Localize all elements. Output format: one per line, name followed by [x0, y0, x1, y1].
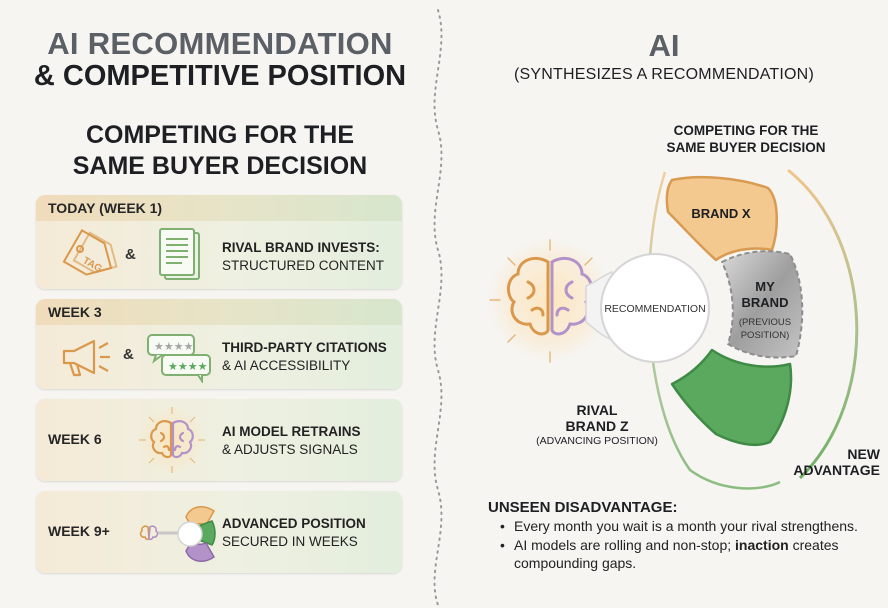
- main-title: AI RECOMMENDATION: [47, 26, 393, 61]
- my-brand-note-line2: POSITION): [741, 330, 790, 341]
- subtitle-line2: SAME BUYER DECISION: [72, 152, 368, 180]
- ampersand: &: [125, 246, 136, 263]
- new-advantage-label: NEW ADVANTAGE: [770, 446, 880, 478]
- subtitle-line1: COMPETING FOR THE: [85, 121, 355, 149]
- compete-line2: SAME BUYER DECISION: [666, 140, 826, 155]
- brand-x-label: BRAND X: [691, 206, 751, 221]
- bullet-text: Every month you wait is a month your riv…: [514, 518, 858, 534]
- panel-text-bold: RIVAL BRAND INVESTS:: [222, 240, 380, 255]
- recommendation-diagram: RECOMMENDATION BRAND X MY BRAND (PREVIOU…: [488, 168, 859, 490]
- outer-arc: [787, 168, 859, 480]
- my-brand-label-line1: MY: [755, 279, 775, 294]
- timeline-panel-week6: WEEK 6 AI MODEL RETRAINS & ADJUSTS SIGNA…: [36, 399, 402, 481]
- panel-text-line2: STRUCTURED CONTENT: [222, 258, 384, 273]
- document-icon: [159, 228, 200, 280]
- panel-text-line2: & AI ACCESSIBILITY: [222, 358, 351, 373]
- timeline-panel-week9: WEEK 9+ ADVANCED POSITION SECURED IN WEE…: [36, 491, 402, 573]
- panel-header: TODAY (WEEK 1): [36, 195, 402, 221]
- list-item: Every month you wait is a month your riv…: [496, 517, 876, 535]
- new-advantage-line1: NEW: [847, 446, 880, 462]
- main-title-line2: & COMPETITIVE POSITION: [33, 60, 407, 92]
- svg-text:★★★★: ★★★★: [168, 360, 208, 373]
- megaphone-icon: [62, 339, 110, 377]
- bullet-text-bold: inaction: [735, 537, 789, 553]
- brain-icon: [138, 406, 206, 474]
- dotted-divider: [433, 9, 443, 606]
- panel-text-bold: ADVANCED POSITION: [222, 516, 366, 531]
- my-brand-wedge: [721, 250, 804, 359]
- star-review-icon: ★★★★ ★★★★: [147, 334, 211, 383]
- panel-text-bold: AI MODEL RETRAINS: [222, 424, 361, 439]
- my-brand-label-line2: BRAND: [742, 295, 789, 310]
- mini-diagram-icon: [139, 505, 216, 563]
- rival-note: (ADVANCING POSITION): [536, 435, 658, 447]
- list-item: AI models are rolling and non-stop; inac…: [496, 536, 876, 572]
- panel-text: AI MODEL RETRAINS & ADJUSTS SIGNALS: [222, 423, 361, 459]
- bullet-text-pre: AI models are rolling and non-stop;: [514, 537, 732, 553]
- my-brand-note-line1: (PREVIOUS: [739, 317, 791, 328]
- inner-arc: [647, 171, 781, 490]
- panel-text: RIVAL BRAND INVESTS: STRUCTURED CONTENT: [222, 239, 384, 275]
- panel-text-bold: THIRD-PARTY CITATIONS: [222, 340, 387, 355]
- panel-header: WEEK 3: [36, 299, 402, 325]
- section-subtitle: COMPETING FOR THE SAME BUYER DECISION: [20, 120, 420, 182]
- price-tag-icon: TAG: [62, 229, 118, 276]
- rival-line2: BRAND Z: [565, 418, 629, 434]
- ai-subtitle: (SYNTHESIZES A RECOMMENDATION): [514, 66, 814, 83]
- compete-label: COMPETING FOR THE SAME BUYER DECISION: [636, 122, 856, 156]
- timeline-panel-week3: WEEK 3 & ★★★★ ★★★★ THIRD-PARTY CITATIONS…: [36, 299, 402, 389]
- bullet-text-post: creates compounding gaps.: [514, 537, 839, 571]
- panel-text: ADVANCED POSITION SECURED IN WEEKS: [222, 515, 366, 551]
- timeline-panel-week1: TODAY (WEEK 1) TAG & RIVAL BRAND INVESTS…: [36, 195, 402, 289]
- rival-z-wedge: [670, 348, 793, 446]
- svg-text:★★★★: ★★★★: [154, 340, 194, 353]
- brand-x-wedge: [665, 175, 779, 262]
- compete-line1: COMPETING FOR THE: [673, 123, 819, 138]
- panel-text-line2: & ADJUSTS SIGNALS: [222, 442, 358, 457]
- unseen-disadvantage-title: UNSEEN DISADVANTAGE:: [488, 499, 678, 516]
- recommendation-label: RECOMMENDATION: [604, 303, 705, 315]
- recommendation-circle: [600, 253, 710, 363]
- panel-text-line2: SECURED IN WEEKS: [222, 534, 358, 549]
- ai-title: AI: [648, 28, 680, 63]
- panel-label: WEEK 6: [48, 431, 102, 447]
- new-advantage-line2: ADVANTAGE: [793, 462, 880, 478]
- ampersand: &: [123, 346, 134, 363]
- rival-brand-label: RIVAL BRAND Z (ADVANCING POSITION): [518, 402, 676, 448]
- panel-text: THIRD-PARTY CITATIONS & AI ACCESSIBILITY: [222, 339, 387, 375]
- disadvantage-list: Every month you wait is a month your riv…: [496, 517, 876, 573]
- panel-label: WEEK 9+: [48, 523, 110, 539]
- rival-line1: RIVAL: [576, 402, 618, 418]
